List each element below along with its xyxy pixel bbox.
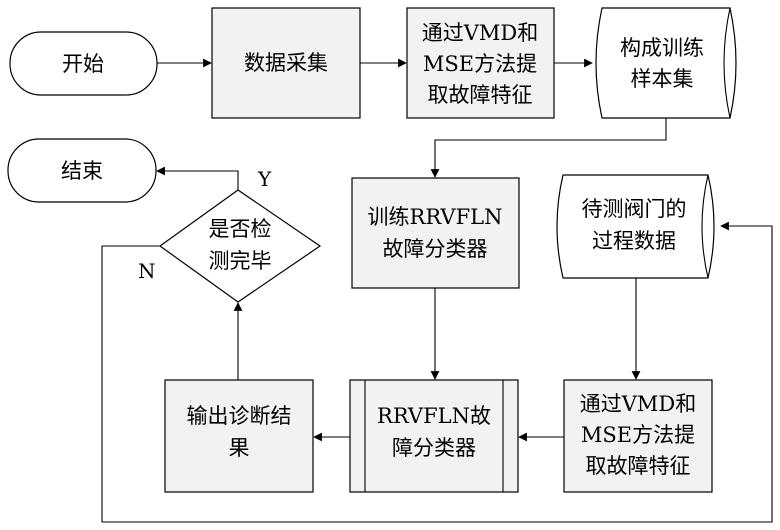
valve-data-line-1: 待测阀门的 (582, 197, 687, 221)
feature-extract-top-line-2: MSE方法提 (423, 52, 537, 76)
feature-extract-top-node: 通过VMD和 MSE方法提 取故障特征 (407, 8, 554, 118)
label-yes: Y (257, 167, 272, 191)
data-collection-label: 数据采集 (244, 51, 328, 75)
valve-data-node: 待测阀门的 过程数据 (557, 175, 714, 278)
start-label: 开始 (62, 52, 104, 76)
rrvfln-classifier-node: RRVFLN故 障分类器 (350, 380, 518, 492)
train-set-line-2: 样本集 (631, 67, 694, 91)
output-result-line-2: 果 (229, 436, 250, 460)
train-classifier-line-2: 故障分类器 (383, 237, 488, 261)
label-no: N (138, 259, 156, 283)
valve-data-line-2: 过程数据 (592, 229, 676, 253)
check-done-node: 是否检 测完毕 (160, 190, 320, 302)
rrvfln-classifier-line-2: 障分类器 (392, 436, 476, 460)
check-done-line-2: 测完毕 (209, 249, 272, 273)
feature-extract-bottom-line-1: 通过VMD和 (580, 392, 697, 416)
train-classifier-node: 训练RRVFLN 故障分类器 (352, 178, 519, 288)
feature-extract-bottom-node: 通过VMD和 MSE方法提 取故障特征 (564, 380, 712, 492)
train-set-line-1: 构成训练 (620, 36, 704, 60)
end-node: 结束 (8, 139, 156, 202)
train-classifier-line-1: 训练RRVFLN (368, 205, 503, 229)
start-node: 开始 (10, 32, 157, 95)
end-label: 结束 (61, 159, 103, 183)
feature-extract-top-line-1: 通过VMD和 (422, 21, 539, 45)
train-set-node: 构成训练 样本集 (596, 8, 736, 118)
output-result-node: 输出诊断结 果 (165, 380, 313, 492)
feature-extract-top-line-3: 取故障特征 (428, 83, 533, 107)
check-done-line-1: 是否检 (209, 217, 272, 241)
feature-extract-bottom-line-3: 取故障特征 (586, 454, 691, 478)
arrow-check-to-end (157, 171, 238, 190)
rrvfln-classifier-line-1: RRVFLN故 (377, 404, 491, 428)
data-collection-node: 数据采集 (212, 8, 360, 118)
feature-extract-bottom-line-2: MSE方法提 (581, 423, 695, 447)
arrow-trainset-to-train (435, 118, 666, 177)
output-result-line-1: 输出诊断结 (187, 404, 292, 428)
